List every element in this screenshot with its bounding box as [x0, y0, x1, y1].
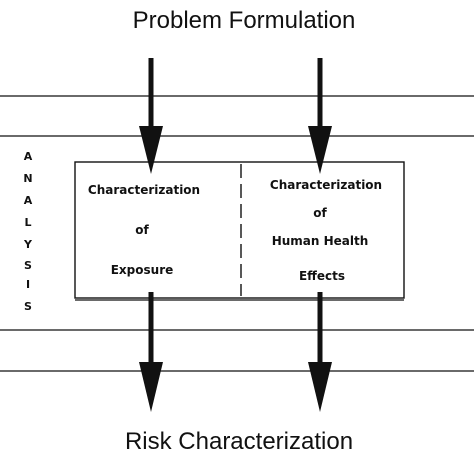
left-box-line-1: Characterization [88, 183, 200, 197]
right-box-line-4: Effects [299, 269, 345, 283]
side-letter: S [24, 300, 32, 313]
right-box-line-2: of [313, 206, 327, 220]
left-box-line-3: Exposure [111, 263, 174, 277]
side-letter: I [26, 278, 30, 291]
side-letter: S [24, 259, 32, 272]
side-letter: A [24, 194, 33, 207]
side-letter: L [24, 216, 31, 229]
side-letter: A [24, 150, 33, 163]
title-problem-formulation: Problem Formulation [133, 7, 356, 34]
arrow-down-icon [308, 58, 332, 174]
arrow-down-icon [308, 292, 332, 412]
title-risk-characterization: Risk Characterization [125, 428, 353, 455]
arrow-down-icon [139, 292, 163, 412]
side-letter: N [23, 172, 32, 185]
right-box-line-3: Human Health [272, 234, 369, 248]
left-box-line-2: of [135, 223, 149, 237]
side-label-analysis: A N A L Y S I S [23, 150, 33, 313]
right-box-line-1: Characterization [270, 178, 382, 192]
arrow-down-icon [139, 58, 163, 174]
side-letter: Y [23, 238, 33, 251]
analysis-box [74, 161, 405, 299]
